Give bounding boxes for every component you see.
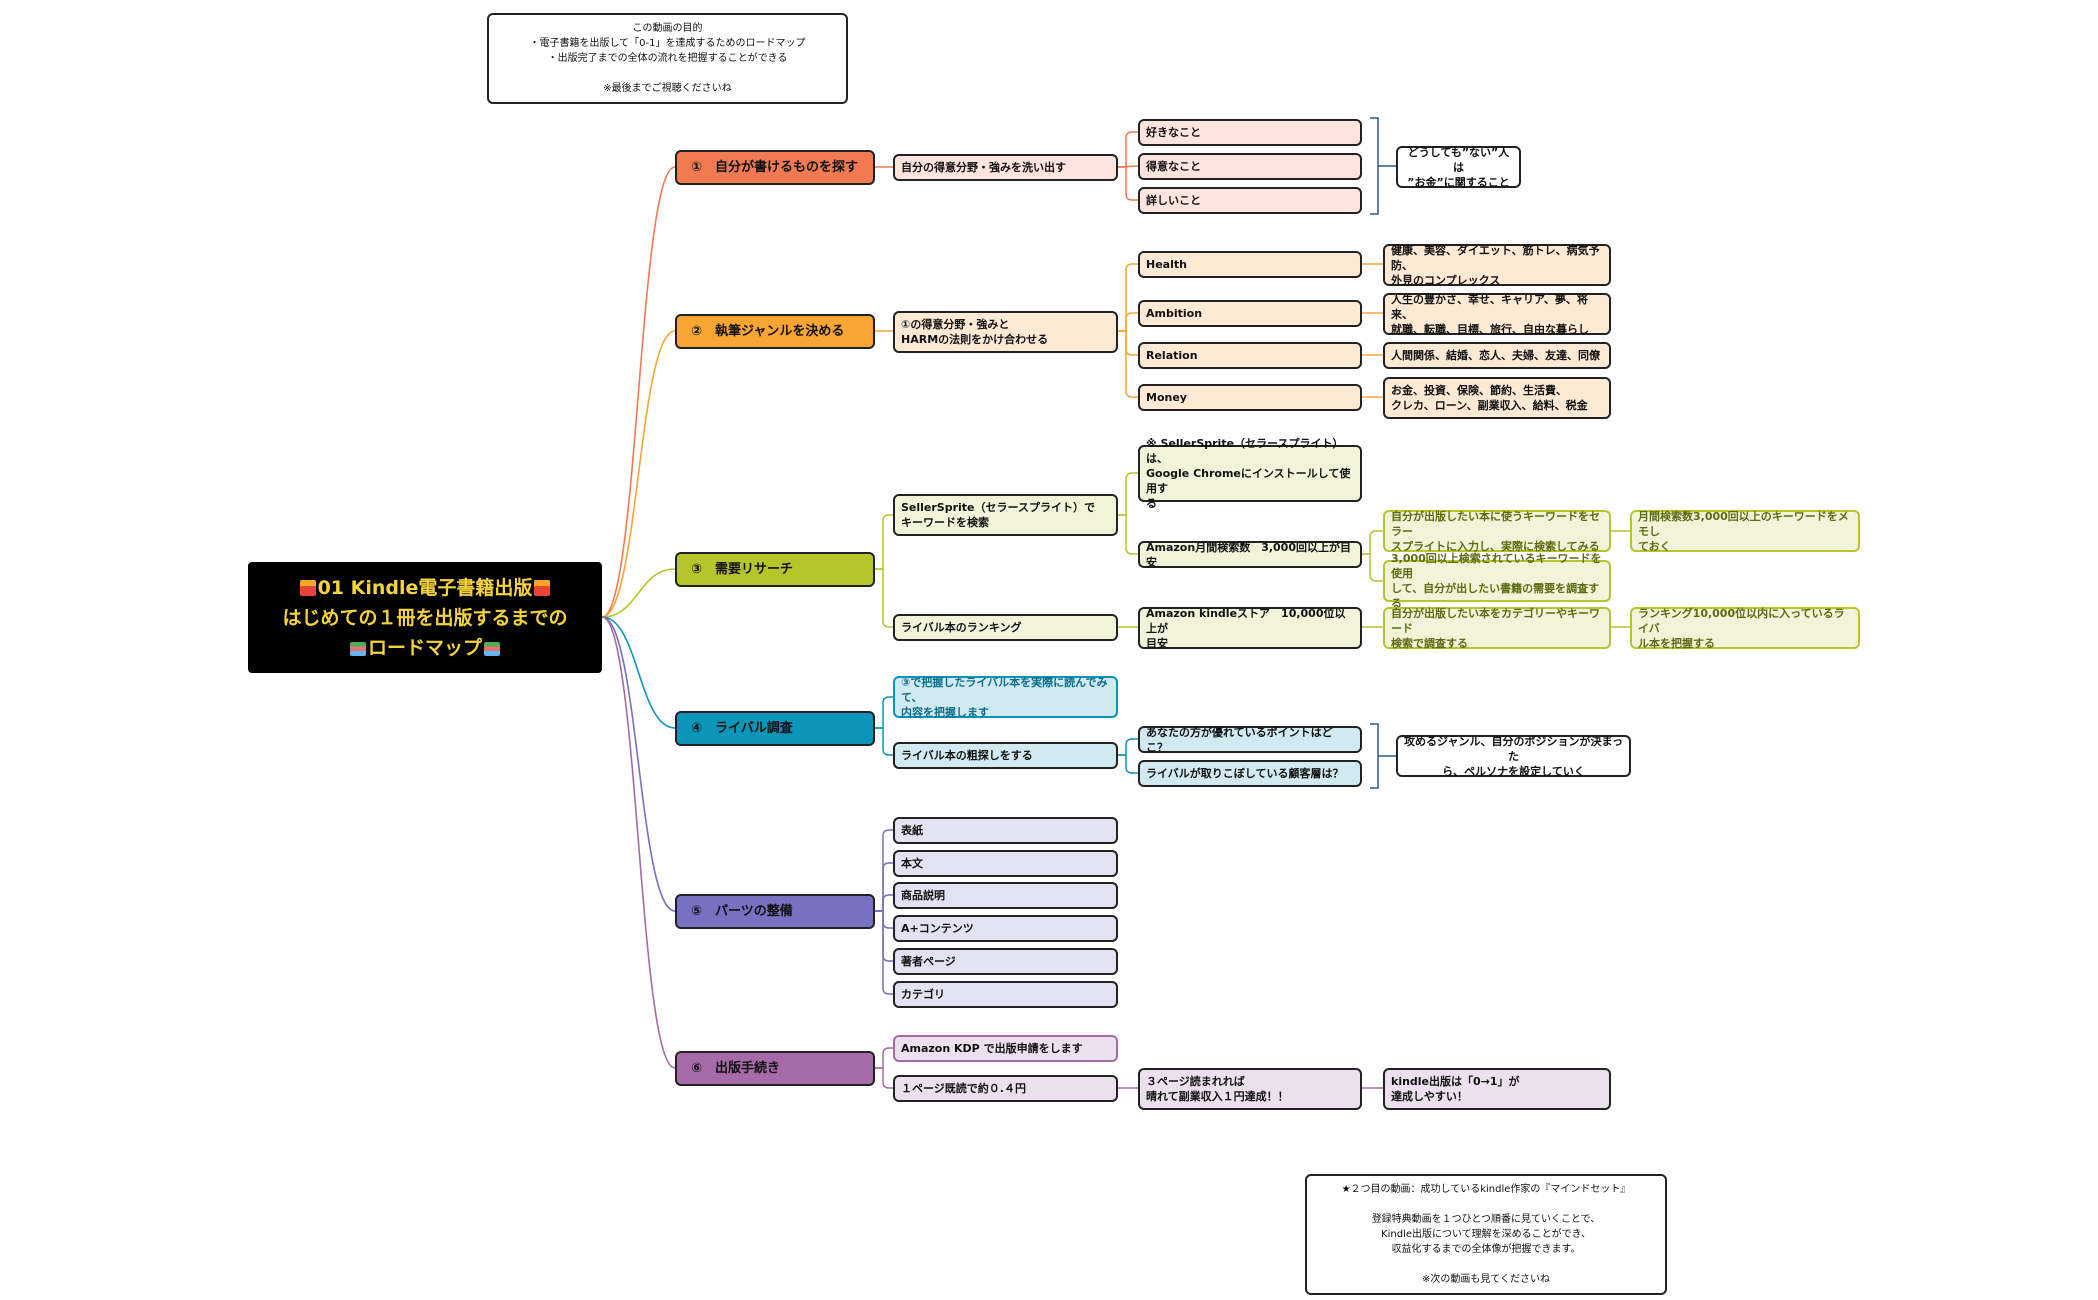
- b2-item-health[interactable]: Health: [1138, 251, 1362, 278]
- connector: [1117, 165, 1139, 168]
- b3-detail-enter-keyword[interactable]: 自分が出版したい本に使うキーワードをセラー スプライトに入力し、実際に検索してみ…: [1383, 510, 1611, 553]
- connector: [875, 696, 893, 729]
- branch-4-rival-research[interactable]: ④ ライバル調査: [675, 711, 875, 746]
- b2-item-relation[interactable]: Relation: [1138, 342, 1362, 369]
- connector: [1118, 166, 1138, 201]
- connector: [875, 910, 893, 962]
- b4-item-missed-customers[interactable]: ライバルが取りこぼしている顧客層は？: [1138, 760, 1362, 787]
- connector: [875, 568, 893, 628]
- b1-sub-strengths[interactable]: 自分の得意分野・強みを洗い出す: [893, 154, 1118, 181]
- b3-detail-use-keyword[interactable]: 3,000回以上検索されているキーワードを使用 して、自分が出したい書籍の需要を…: [1383, 552, 1611, 610]
- b3-sub-rival-ranking[interactable]: ライバル本のランキング: [893, 614, 1118, 641]
- bracket: [1370, 723, 1396, 789]
- b4-item-your-strength[interactable]: あなたの方が優れているポイントはどこ？: [1138, 726, 1362, 754]
- b3-item-monthly-search[interactable]: Amazon月間検索数 3,000回以上が目安: [1138, 541, 1362, 569]
- next-video-note: ★２つ目の動画：成功しているkindle作家の『マインドセット』 登録特典動画を…: [1305, 1174, 1667, 1295]
- connector: [1362, 553, 1383, 582]
- gift-icon: [299, 579, 316, 596]
- b3-item-kindle-store[interactable]: Amazon kindleストア 10,000位以上が 目安: [1138, 607, 1362, 650]
- connector: [875, 862, 893, 912]
- b4-sub-read-rival[interactable]: ③で把握したライバル本を実際に読んでみて、 内容を把握します: [893, 676, 1118, 719]
- b5-item-cover[interactable]: 表紙: [893, 817, 1118, 844]
- connector: [875, 727, 893, 756]
- b5-item-body[interactable]: 本文: [893, 850, 1118, 877]
- b2-detail-relation[interactable]: 人間関係、結婚、恋人、夫婦、友達、同僚: [1383, 342, 1611, 369]
- b1-item-good-at[interactable]: 得意なこと: [1138, 153, 1362, 180]
- bracket: [1370, 117, 1396, 215]
- b2-item-ambition[interactable]: Ambition: [1138, 300, 1362, 327]
- books-icon: [349, 641, 366, 656]
- b6-item-three-pages[interactable]: ３ページ読まれれば 晴れて副業収入１円達成！！: [1138, 1068, 1362, 1110]
- b6-detail-easy-zero-to-one[interactable]: kindle出版は「0→1」が 達成しやすい！: [1383, 1068, 1611, 1110]
- root-title-line3: ロードマップ: [367, 636, 482, 659]
- purpose-note: この動画の目的 ・電子書籍を出版して「0-1」を達成するためのロードマップ ・出…: [487, 13, 848, 104]
- connector: [875, 910, 893, 929]
- connector: [1362, 530, 1383, 555]
- b3-final-memo[interactable]: 月間検索数3,000回以上のキーワードをメモし ておく: [1630, 510, 1860, 553]
- root-node[interactable]: 01 Kindle電子書籍出版 はじめての１冊を出版するまでの ロードマップ: [248, 562, 602, 673]
- books-icon: [484, 641, 500, 656]
- connector: [1118, 754, 1138, 774]
- b2-detail-ambition[interactable]: 人生の豊かさ、幸せ、キャリア、夢、将来、 就職、転職、目標、旅行、自由な暮らし: [1383, 293, 1611, 336]
- connector: [1118, 330, 1138, 398]
- b2-sub-harm[interactable]: ①の得意分野・強みと HARMの法則をかけ合わせる: [893, 311, 1118, 353]
- connector: [601, 166, 676, 618]
- branch-3-demand-research[interactable]: ③ 需要リサーチ: [675, 552, 875, 587]
- b3-final-ranking[interactable]: ランキング10,000位以内に入っているライバ ル本を把握する: [1630, 607, 1860, 650]
- connector: [875, 514, 893, 570]
- gift-icon: [534, 579, 551, 596]
- connector: [1118, 738, 1138, 756]
- connector: [875, 910, 893, 995]
- b2-detail-money[interactable]: お金、投資、保険、節約、生活費、 クレカ、ローン、副業収入、給料、税金: [1383, 377, 1611, 419]
- b6-sub-page-rate[interactable]: １ページ既読で約０.４円: [893, 1075, 1118, 1102]
- connector: [1118, 330, 1138, 356]
- b3-sub-sellersprite[interactable]: SellerSprite（セラースプライト）で キーワードを検索: [893, 494, 1118, 536]
- b5-item-a-plus-content[interactable]: A+コンテンツ: [893, 915, 1118, 942]
- b3-item-sellersprite-install[interactable]: ※ SellerSprite（セラースプライト）は、 Google Chrome…: [1138, 437, 1362, 510]
- b5-item-category[interactable]: カテゴリ: [893, 981, 1118, 1008]
- connector: [601, 616, 676, 729]
- connector: [875, 1067, 893, 1089]
- branch-2-decide-genre[interactable]: ② 執筆ジャンルを決める: [675, 314, 875, 349]
- root-title-line2: はじめての１冊を出版するまでの: [282, 606, 568, 629]
- connector: [1118, 263, 1138, 332]
- b4-bracket-note[interactable]: 攻めるジャンル、自分のポジションが決まった ら、ペルソナを設定していく: [1396, 735, 1631, 778]
- b5-item-author-page[interactable]: 著者ページ: [893, 948, 1118, 975]
- b1-item-likes[interactable]: 好きなこと: [1138, 119, 1362, 146]
- b4-sub-find-flaws[interactable]: ライバル本の粗探しをする: [893, 742, 1118, 769]
- root-title-line1: 01 Kindle電子書籍出版: [317, 576, 533, 599]
- b1-item-knowledgeable[interactable]: 詳しいこと: [1138, 187, 1362, 214]
- connector: [1118, 472, 1138, 516]
- connector: [1118, 312, 1138, 332]
- b6-sub-kdp-apply[interactable]: Amazon KDP で出版申請をします: [893, 1035, 1118, 1062]
- b3-detail-category-search[interactable]: 自分が出版したい本をカテゴリーやキーワード 検索で調査する: [1383, 607, 1611, 650]
- b1-bracket-note[interactable]: どうしても”ない”人は ”お金”に関すること: [1396, 146, 1521, 189]
- connector: [875, 894, 893, 912]
- connector: [601, 616, 676, 1069]
- b2-detail-health[interactable]: 健康、美容、ダイエット、筋トレ、病気予防、 外見のコンプレックス: [1383, 244, 1611, 287]
- branch-6-publishing-procedure[interactable]: ⑥ 出版手続き: [675, 1051, 875, 1086]
- b2-item-money[interactable]: Money: [1138, 384, 1362, 411]
- connector: [875, 829, 893, 912]
- connector: [1118, 131, 1138, 168]
- connector: [601, 616, 676, 912]
- connector: [601, 568, 676, 618]
- connector: [1118, 514, 1138, 555]
- connector: [875, 1047, 893, 1069]
- b5-item-product-description[interactable]: 商品説明: [893, 882, 1118, 909]
- branch-1-find-topics[interactable]: ① 自分が書けるものを探す: [675, 150, 875, 185]
- connector: [601, 330, 676, 618]
- branch-5-prepare-parts[interactable]: ⑤ パーツの整備: [675, 894, 875, 929]
